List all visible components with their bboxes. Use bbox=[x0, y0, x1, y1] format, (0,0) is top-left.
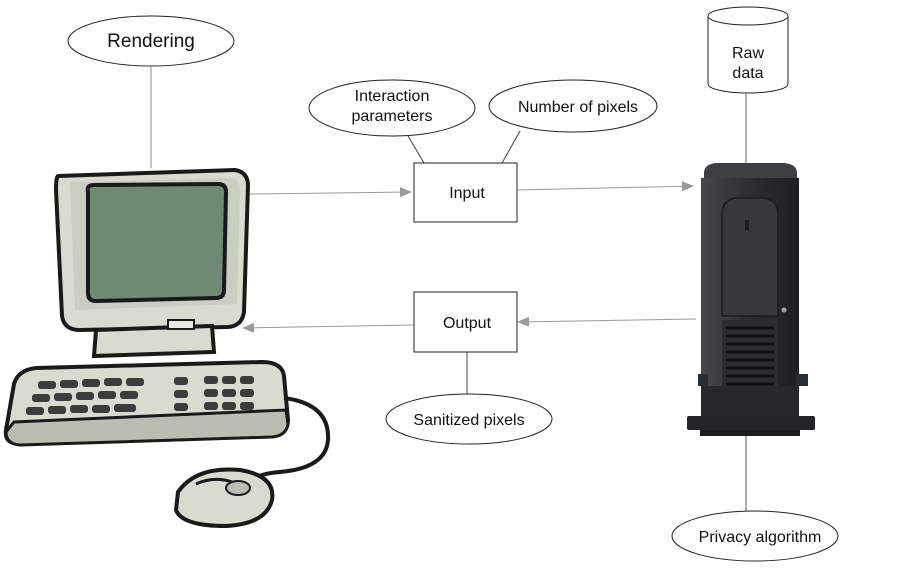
raw-data-label-line1: Raw bbox=[732, 45, 764, 62]
privacy-algorithm-label: Privacy algorithm bbox=[699, 529, 822, 546]
interaction-parameters-label-line1: Interaction bbox=[355, 88, 430, 105]
output-box: Output bbox=[413, 291, 518, 353]
interaction-parameters-node: Interaction parameters bbox=[308, 79, 476, 137]
server-tower-icon bbox=[687, 163, 815, 436]
arrow-server-to-output bbox=[517, 316, 697, 327]
rendering-node: Rendering bbox=[67, 15, 235, 67]
database-cylinder-icon: Raw data bbox=[707, 6, 789, 94]
arrow-computer-to-input bbox=[249, 187, 412, 198]
interaction-parameters-ellipse bbox=[308, 79, 476, 137]
number-of-pixels-connector bbox=[501, 130, 521, 164]
desktop-computer-icon bbox=[3, 167, 331, 529]
sanitized-pixels-ellipse bbox=[385, 393, 553, 445]
number-of-pixels-node: Number of pixels bbox=[488, 79, 658, 133]
input-label: Input bbox=[449, 185, 485, 202]
number-of-pixels-ellipse bbox=[488, 79, 658, 133]
privacy-algorithm-node: Privacy algorithm bbox=[671, 510, 839, 562]
arrow-output-to-computer bbox=[242, 322, 414, 333]
rendering-label: Rendering bbox=[107, 31, 195, 52]
sanitized-pixels-label: Sanitized pixels bbox=[413, 412, 524, 429]
output-label: Output bbox=[443, 315, 492, 332]
raw-data-label-line2: data bbox=[732, 65, 763, 82]
privacy-algorithm-ellipse bbox=[671, 510, 839, 562]
interaction-parameters-label-line2: parameters bbox=[352, 108, 433, 125]
sanitized-pixels-node: Sanitized pixels bbox=[385, 393, 553, 445]
number-of-pixels-label: Number of pixels bbox=[518, 99, 638, 116]
interaction-parameters-connector bbox=[407, 135, 425, 164]
input-box: Input bbox=[413, 162, 518, 223]
arrow-input-to-server bbox=[517, 181, 694, 192]
